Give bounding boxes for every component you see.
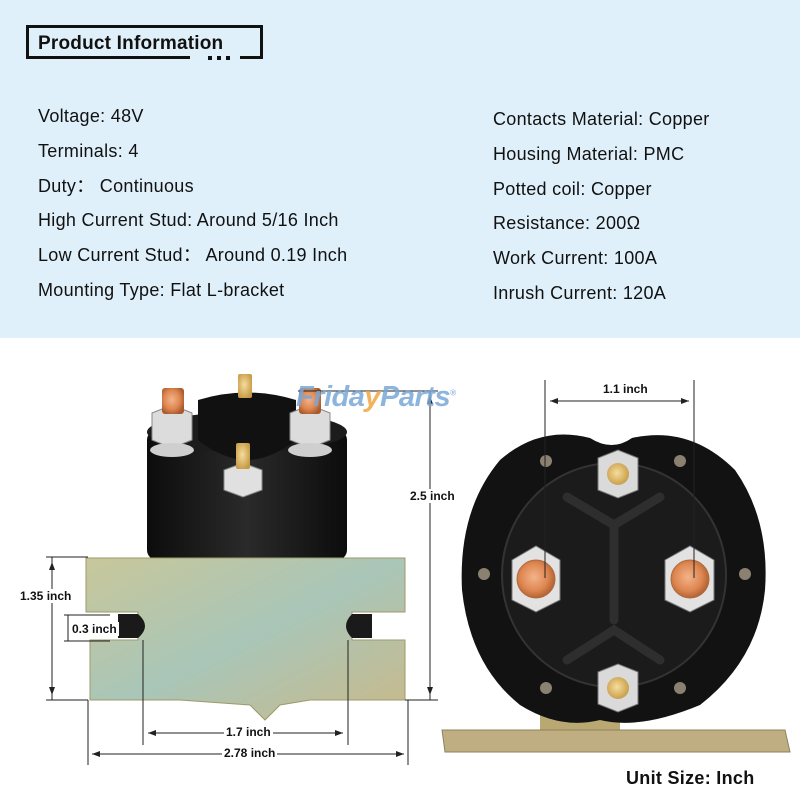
solenoid-front-view: [441, 434, 791, 753]
registered-mark: ®: [450, 388, 456, 398]
watermark-text-2: Parts: [380, 381, 451, 413]
spec-list-right: Contacts Material: Copper Housing Materi…: [493, 102, 710, 311]
dim-slot-spacing: 1.7 inch: [224, 725, 273, 739]
dim-bracket-height: 1.35 inch: [18, 589, 74, 603]
spec-mounting-type: Mounting Type: Flat L-bracket: [38, 279, 285, 300]
spec-resistance: Resistance: 200Ω: [493, 213, 641, 234]
dim-slot-height: 0.3 inch: [70, 622, 119, 636]
title-dots-decoration: [208, 56, 230, 60]
dimension-lines-left: [46, 390, 438, 765]
dimension-lines-right: [544, 380, 695, 578]
dim-bracket-width: 2.78 inch: [222, 746, 278, 760]
spec-duty: Duty： Continuous: [38, 175, 194, 196]
dim-height-total: 2.5 inch: [408, 489, 457, 503]
spec-inrush-current: Inrush Current: 120A: [493, 282, 667, 303]
spec-housing-material: Housing Material: PMC: [493, 143, 685, 164]
section-title-box: Product Information: [26, 25, 263, 60]
spec-list-left: Voltage: 48V Terminals: 4 Duty： Continuo…: [38, 99, 347, 308]
spec-work-current: Work Current: 100A: [493, 248, 658, 269]
watermark-text-accent: y: [364, 381, 381, 413]
spec-potted-coil: Potted coil: Copper: [493, 178, 652, 199]
spec-high-current-stud: High Current Stud: Around 5/16 Inch: [38, 210, 339, 231]
spec-voltage: Voltage: 48V: [38, 106, 144, 126]
section-title: Product Information: [38, 33, 224, 54]
brand-watermark: FridayParts®: [296, 381, 456, 414]
title-box-gap: [190, 56, 240, 59]
unit-size-label: Unit Size: Inch: [626, 768, 755, 788]
spec-contacts-material: Contacts Material: Copper: [493, 109, 710, 129]
solenoid-side-view: [85, 374, 406, 721]
spec-low-current-stud: Low Current Stud： Around 0.19 Inch: [38, 245, 348, 266]
spec-terminals: Terminals: 4: [38, 140, 139, 161]
dim-stud-spacing: 1.1 inch: [603, 382, 648, 396]
watermark-text-1: Frida: [296, 381, 365, 413]
